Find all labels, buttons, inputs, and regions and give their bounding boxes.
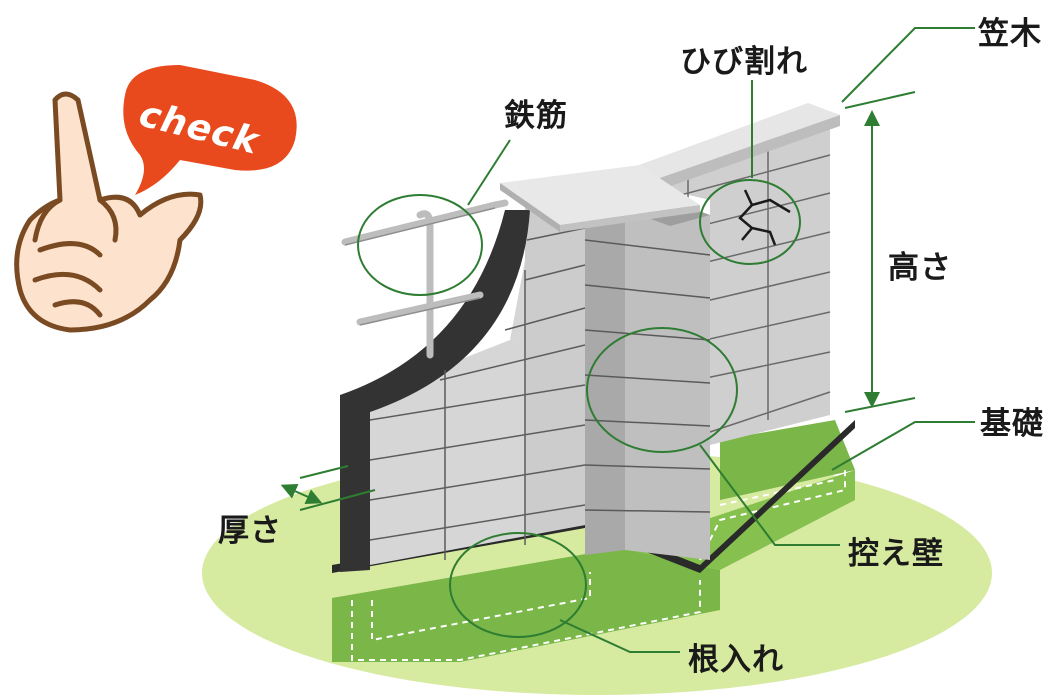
label-neire: 根入れ bbox=[688, 642, 784, 678]
pointing-hand-icon bbox=[14, 91, 204, 333]
rebar bbox=[341, 199, 509, 359]
label-kiso: 基礎 bbox=[980, 406, 1044, 442]
label-hibiware: ひび割れ bbox=[680, 44, 808, 80]
label-tekkin: 鉄筋 bbox=[504, 98, 568, 134]
label-takasa: 高さ bbox=[888, 250, 952, 286]
check-speech-bubble-icon bbox=[123, 65, 297, 195]
callouts bbox=[280, 27, 975, 653]
label-kasagi: 笠木 bbox=[978, 16, 1042, 52]
main-wall bbox=[340, 195, 586, 572]
buttress bbox=[500, 165, 711, 560]
crack bbox=[738, 189, 791, 246]
label-atsusa: 厚さ bbox=[218, 513, 282, 549]
label-hikaekabe: 控え壁 bbox=[848, 536, 944, 572]
